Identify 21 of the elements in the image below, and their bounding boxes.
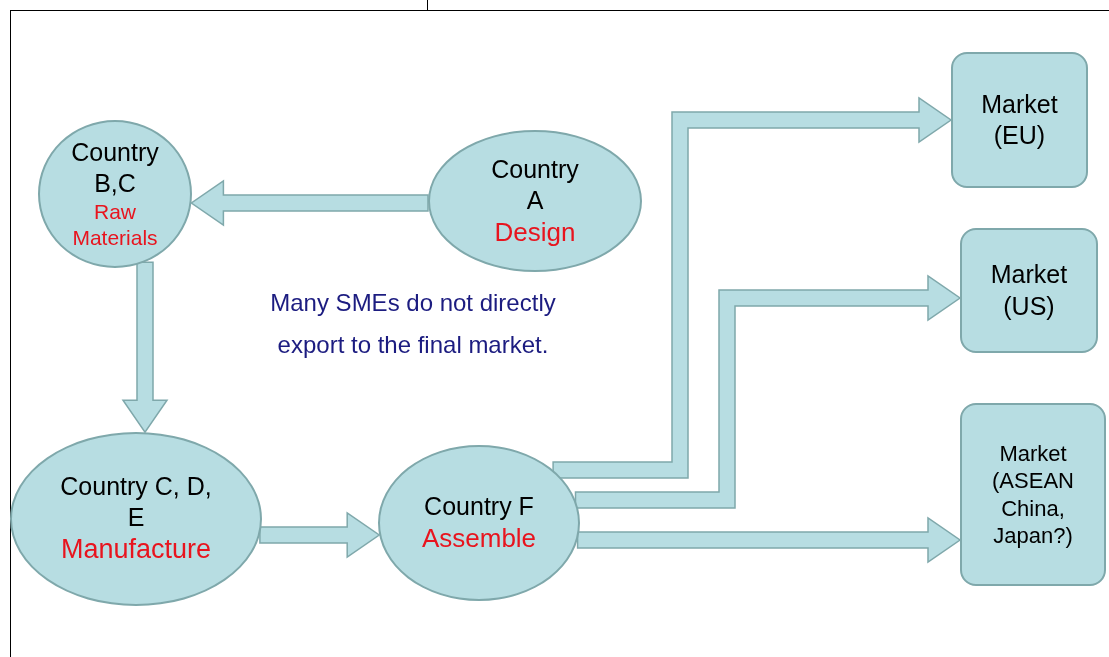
block-arrow (190, 179, 429, 227)
block-arrow (576, 516, 962, 564)
block-arrow (259, 511, 381, 559)
node-title: Country C, D, E (59, 470, 213, 534)
node-title: Market (EU) (980, 88, 1059, 151)
block-arrow (574, 274, 962, 509)
market-box (960, 403, 1106, 586)
node-title: Country B,C (70, 136, 160, 199)
node-title: Country A (490, 153, 580, 216)
block-arrow (121, 261, 169, 434)
node-title: Market (US) (989, 259, 1069, 322)
node-title: Market (ASEAN China, Japan?) (991, 439, 1075, 550)
market-box (951, 52, 1088, 188)
node-title: Country F (424, 491, 534, 523)
role-text: Raw Materials (71, 199, 159, 252)
market-box (960, 228, 1098, 353)
role-text: Assemble (421, 522, 537, 555)
role-text: Design (494, 216, 576, 249)
note-text: Many SMEs do not directly export to the final market. (269, 288, 557, 360)
block-arrow (552, 96, 953, 479)
role-text: Manufacture (60, 533, 212, 567)
